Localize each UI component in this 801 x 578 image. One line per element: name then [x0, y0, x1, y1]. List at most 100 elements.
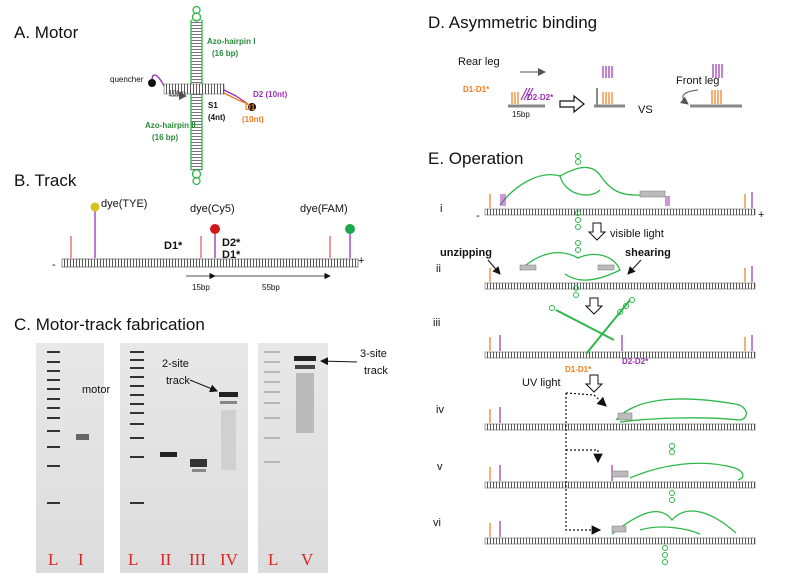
azo2-label-2: (16 bp): [152, 133, 179, 142]
rear-d1d1-label: D1-D1*: [463, 85, 490, 94]
gel3-ladder: [264, 351, 280, 463]
panel-d-title: D. Asymmetric binding: [428, 13, 597, 32]
front-leg-arrow: [680, 89, 699, 105]
track-d1star-a: D1*: [164, 240, 183, 252]
op-minus: -: [476, 210, 480, 222]
azo1-label-1: Azo-hairpin I: [207, 37, 255, 46]
uv-arrow: [584, 374, 604, 393]
gel2-III-band-b: [192, 469, 206, 472]
quencher-label: quencher: [110, 75, 144, 84]
gel-1: [36, 343, 104, 573]
s1-label: S1: [208, 101, 218, 110]
dye-cy5-label: dye(Cy5): [190, 203, 235, 215]
rear-leg-d1: [511, 92, 519, 104]
gel3-V-smear: [296, 373, 314, 433]
gel-3site-arrow: [320, 357, 358, 366]
operation-stators: [489, 192, 753, 537]
track-minus: -: [52, 259, 56, 271]
dye-fam-label: dye(FAM): [300, 203, 348, 215]
gel-3: [258, 343, 328, 573]
lane-IV: IV: [220, 550, 239, 569]
quencher-dot: [148, 79, 156, 87]
lane-II: II: [160, 550, 172, 569]
step-i: i: [440, 203, 442, 215]
track-bp55: 55bp: [262, 283, 280, 292]
panel-d-binding: D. Asymmetric binding Rear leg Front leg…: [428, 13, 742, 119]
gel-3site-1: 3-site: [360, 348, 387, 360]
azo2-label-1: Azo-hairpin II: [145, 121, 196, 130]
motor-row-ii: [519, 240, 621, 298]
panel-c-title: C. Motor-track fabrication: [14, 315, 205, 334]
uv-light-label: UV light: [522, 377, 561, 389]
motor-row-iv: [615, 398, 747, 423]
motor-row-v: [611, 443, 744, 481]
d1-len-label: (10nt): [242, 115, 264, 124]
d1-strand: [223, 92, 249, 105]
lane-L2: L: [128, 550, 138, 569]
fam-dye: [345, 224, 355, 234]
rear-d2d2-label: D2-D2*: [527, 93, 554, 102]
shearing-arrow: [627, 259, 642, 275]
visible-light-arrow: [587, 222, 607, 241]
panel-c-gels: C. Motor-track fabrication motor L I: [14, 315, 388, 573]
panel-e-title: E. Operation: [428, 149, 523, 168]
rear-leg-label: Rear leg: [458, 56, 500, 68]
lane-L3: L: [268, 550, 278, 569]
panel-b-title: B. Track: [14, 171, 77, 190]
gel3-V-band-b: [295, 365, 315, 369]
unzipping-label: unzipping: [440, 247, 492, 259]
iii-d2d2-label: D2-D2*: [622, 357, 649, 366]
gel2-IV-band: [219, 392, 238, 397]
motor-row-iii: [549, 297, 635, 355]
step-iv: iv: [436, 404, 444, 416]
step-v: v: [437, 461, 443, 473]
motor-row-i: [499, 153, 670, 230]
visible-light-label: visible light: [610, 228, 664, 240]
vs-label: VS: [638, 104, 653, 116]
panel-a-title: A. Motor: [14, 23, 79, 42]
track-d1star-b: D1*: [222, 249, 241, 261]
gel-3site-2: track: [364, 365, 388, 377]
rear-bp15-label: 15bp: [512, 110, 530, 119]
binding-arrow: [559, 94, 585, 114]
dye-tye-label: dye(TYE): [101, 198, 147, 210]
step-iii: iii: [433, 317, 440, 329]
front-d1: [711, 90, 722, 104]
panel-a-motor: A. Motor Azo-hairpin I (16 bp) quencher …: [14, 5, 288, 186]
op-plus: +: [758, 209, 764, 221]
gel2-III-band: [190, 459, 207, 467]
track-d2star: D2*: [222, 237, 241, 249]
gel2-ladder: [130, 351, 144, 504]
lane-L1: L: [48, 550, 58, 569]
motor-duplex: [163, 83, 225, 95]
panel-e-operation: E. Operation i ii iii iv v vi - +: [428, 149, 764, 565]
gel-2site-1: 2-site: [162, 358, 189, 370]
lane-I: I: [78, 550, 84, 569]
gel1-motor-band: [76, 434, 89, 440]
azo1-label-2: (16 bp): [212, 49, 239, 58]
gel-2site-arrow: [189, 379, 218, 393]
rear-leg-d2: [520, 87, 534, 101]
gel-2site-2: track: [166, 375, 190, 387]
operation-tracks: [484, 208, 756, 545]
s1-len-label: (4nt): [208, 113, 226, 122]
shearing-label: shearing: [625, 247, 671, 259]
panel-b-track: B. Track - + dye(TYE) dye(Cy5) dye(FAM) …: [14, 171, 364, 292]
lane-V: V: [301, 550, 314, 569]
gel-motor-label: motor: [82, 384, 110, 396]
bp10-label: 10bp: [168, 89, 186, 98]
front-leg-label: Front leg: [676, 75, 719, 87]
track-bp15: 15bp: [192, 283, 210, 292]
uv-dotted-v: [566, 449, 603, 464]
gel2-II-band: [160, 452, 177, 457]
motor-end-dot: [248, 103, 256, 111]
uv-dotted-iv: [565, 392, 607, 407]
step-vi: vi: [433, 517, 441, 529]
gel3-V-band: [294, 356, 316, 361]
d2-strand: [223, 89, 249, 105]
d2-label: D2 (10nt): [253, 90, 288, 99]
d1-label: D1: [245, 103, 256, 112]
uv-dotted-path: [565, 393, 602, 535]
step-ii: ii: [436, 263, 441, 275]
